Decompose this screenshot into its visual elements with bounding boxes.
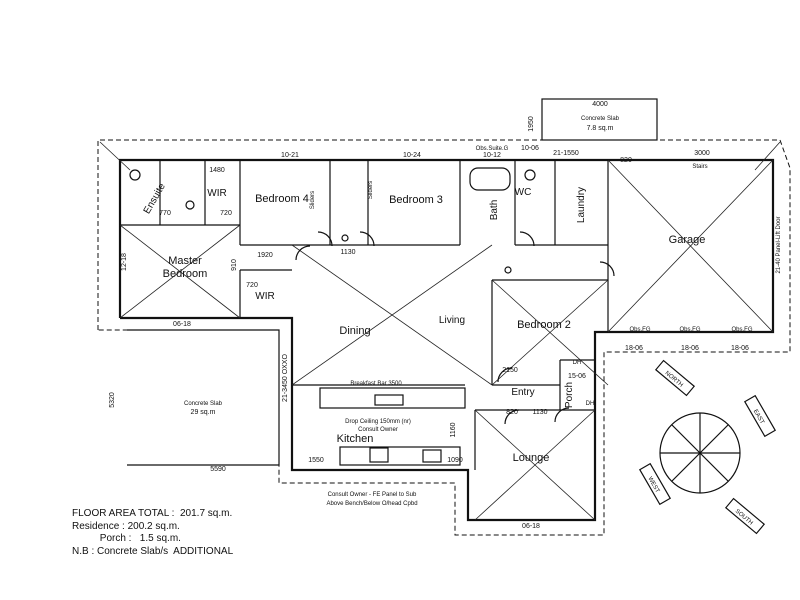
dim-1480: 1480 (209, 167, 225, 174)
dim-910: 910 (231, 259, 238, 271)
note-ceiling: Drop Ceiling 150mm (nr) (345, 419, 411, 425)
light-point-2 (504, 266, 512, 274)
dim-1130: 1130 (340, 249, 355, 256)
room-master-1: Master (168, 255, 202, 267)
room-dining: Dining (339, 325, 370, 337)
dim-5320: 5320 (109, 392, 116, 408)
room-wir: WIR (207, 188, 226, 199)
dim-720-b: 720 (246, 282, 258, 289)
note-stairs: Stairs (692, 164, 707, 170)
note-above-bench: Above Bench/Below O/head Cpbd (326, 501, 417, 507)
note-porch: Porch : 1.5 sq.m. (72, 533, 181, 544)
door-swings (295, 231, 615, 425)
dim-18-06-a: 18-06 (625, 345, 643, 352)
dim-5590: 5590 (210, 466, 226, 473)
rear-slab-area: 7.8 sq.m (587, 125, 614, 132)
dim-10-21: 10-21 (281, 152, 299, 159)
room-kitchen: Kitchen (337, 433, 374, 445)
ensuite-toilet (129, 169, 141, 181)
room-master-2: Bedroom (163, 268, 208, 280)
dim-18-06-b: 18-06 (681, 345, 699, 352)
floor-area-notes: FLOOR AREA TOTAL : 201.7 sq.m. Residence… (72, 508, 233, 558)
room-wc: WC (515, 187, 532, 198)
dim-3000: 3000 (694, 150, 710, 157)
cooktop (369, 447, 389, 463)
note-dh-1: DH (573, 360, 582, 366)
side-concrete-slab (127, 329, 280, 466)
annotations: Obs.Suite.G Obs.FG Obs.FG Obs.FG Sliders… (310, 146, 782, 507)
eaves-outline (97, 139, 791, 536)
dim-10-12: 10-12 (483, 152, 501, 159)
room-bedroom4: Bedroom 4 (255, 193, 309, 205)
dim-10-06: 10-06 (521, 145, 539, 152)
note-obs-fg-3: Obs.FG (731, 327, 752, 333)
room-laundry: Laundry (576, 187, 587, 223)
dim-10-24: 10-24 (403, 152, 421, 159)
dim-1950: 1950 (528, 116, 535, 132)
dim-1130-b: 1130 (532, 409, 547, 416)
note-obs-fg-2: Obs.FG (679, 327, 700, 333)
note-slab-additional: N.B : Concrete Slab/s ADDITIONAL (72, 545, 234, 557)
room-lounge: Lounge (513, 452, 550, 464)
note-obs-fg-1: Obs.FG (629, 327, 650, 333)
dim-1160: 1160 (450, 422, 457, 437)
sink (374, 394, 404, 406)
dimension-strings: 10-21 10-24 10-12 10-06 21-1550 820 3000… (121, 145, 749, 530)
side-slab-label: Concrete Slab (184, 401, 223, 407)
dim-770: 770 (159, 210, 171, 217)
dim-06-18-a: 06-18 (173, 321, 191, 328)
room-porch: Porch (564, 382, 575, 408)
note-obs-suite: Obs.Suite.G (476, 146, 509, 152)
dim-15-06: 15-06 (568, 373, 586, 380)
room-living: Living (439, 315, 465, 326)
rear-slab-label: Concrete Slab (581, 116, 620, 122)
room-bedroom2: Bedroom 2 (517, 319, 571, 331)
note-consult-owner-fe: Consult Owner - FE Panel to Sub (328, 492, 417, 498)
note-consult-owner: Consult Owner (358, 427, 398, 433)
dim-06-18-c: 06-18 (522, 523, 540, 530)
note-dh-2: DH (586, 401, 595, 407)
note-residence: Residence : 200.2 sq.m. (72, 520, 180, 532)
note-panel-door: 21-40 Panel-Lift Door (776, 216, 782, 273)
dishwasher (422, 449, 442, 463)
roof-diagonals (99, 141, 781, 521)
ensuite-basin (185, 200, 195, 210)
light-point (341, 234, 349, 242)
interior-walls (120, 160, 609, 470)
dim-4000: 4000 (592, 101, 608, 108)
dim-1550: 1550 (308, 457, 324, 464)
bathtub (469, 167, 511, 191)
dim-12-18: 12-18 (121, 253, 128, 271)
room-bath: Bath (489, 200, 500, 221)
breakfast-bar (319, 387, 466, 409)
dim-2150: 2150 (502, 367, 518, 374)
side-slab-area: 29 sq.m (191, 409, 216, 416)
dim-18-06-c: 18-06 (731, 345, 749, 352)
compass-rose: NORTH EAST WEST SOUTH (638, 359, 777, 535)
kitchen-bench (339, 446, 461, 466)
dim-820: 820 (620, 157, 632, 164)
room-bedroom3: Bedroom 3 (389, 194, 443, 206)
note-sliders-1: Sliders (310, 191, 316, 209)
dim-1090: 1090 (447, 457, 463, 464)
note-breakfast-bar: Breakfast Bar 3500 (350, 381, 402, 387)
dim-21-1550: 21-1550 (553, 150, 579, 157)
note-floor-area-total: FLOOR AREA TOTAL : 201.7 sq.m. (72, 508, 233, 519)
wc-toilet (524, 169, 536, 181)
room-entry: Entry (511, 387, 534, 398)
note-sliders-2: Sliders (368, 181, 374, 199)
dim-1920: 1920 (257, 252, 273, 259)
room-wir-2: WIR (255, 291, 274, 302)
room-garage: Garage (669, 234, 706, 246)
dim-720-a: 720 (220, 210, 232, 217)
dim-3450: 21-3450 OXXO (282, 354, 289, 402)
